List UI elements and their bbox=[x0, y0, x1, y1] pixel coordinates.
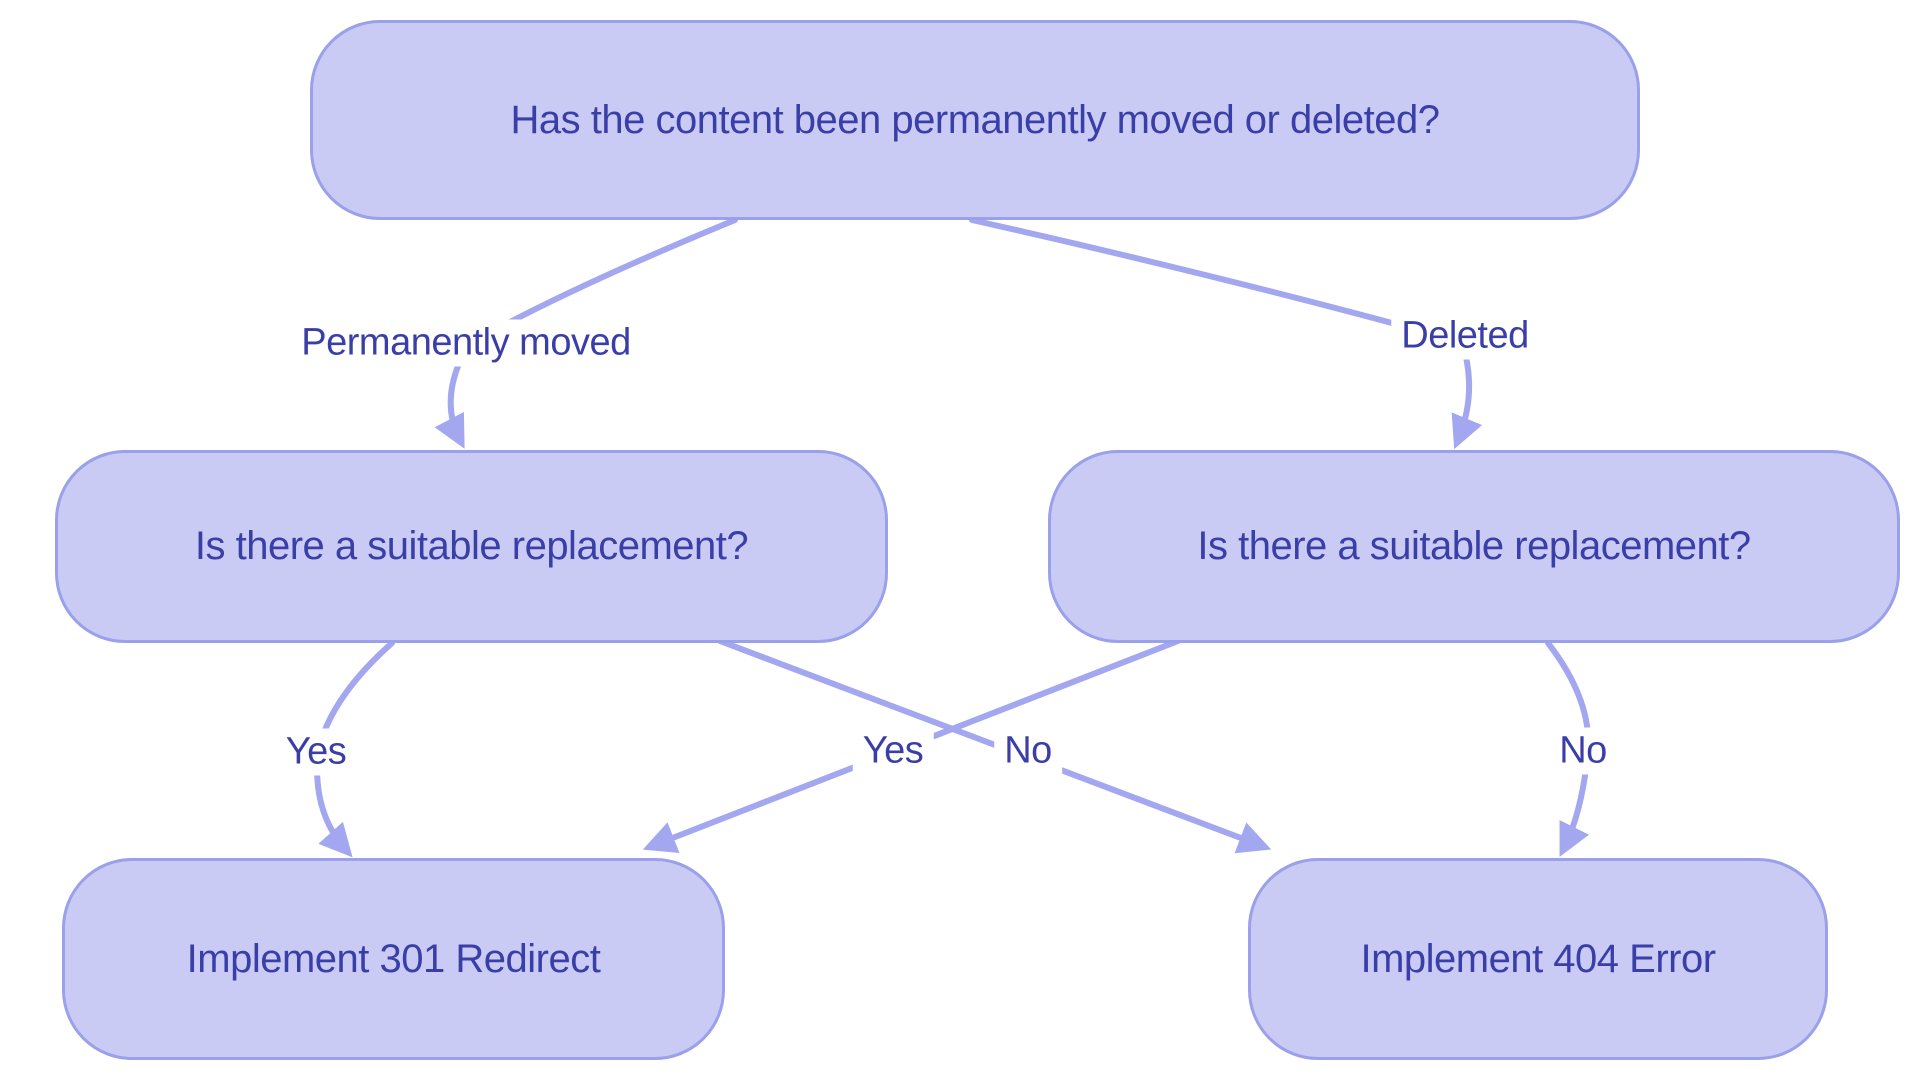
node-label: Has the content been permanently moved o… bbox=[510, 97, 1440, 142]
edge-root-to-right bbox=[969, 217, 1483, 450]
edge-label-deleted: Deleted bbox=[1391, 312, 1539, 360]
edge-label-no-right: No bbox=[1549, 727, 1617, 775]
node-label: Is there a suitable replacement? bbox=[194, 524, 749, 568]
edge-left-no-to-404 bbox=[717, 638, 1272, 854]
node-label: Implement 301 Redirect bbox=[186, 936, 601, 981]
edge-label-permanently-moved: Permanently moved bbox=[291, 319, 641, 367]
edge-label-yes-left: Yes bbox=[275, 728, 357, 776]
node-label: Implement 404 Error bbox=[1360, 936, 1716, 981]
node-question-moved-or-deleted: Has the content been permanently moved o… bbox=[310, 20, 1640, 220]
node-implement-404-error: Implement 404 Error bbox=[1248, 858, 1828, 1060]
node-implement-301-redirect: Implement 301 Redirect bbox=[62, 858, 725, 1060]
edge-label-no-center: No bbox=[994, 727, 1062, 775]
node-label: Is there a suitable replacement? bbox=[1197, 524, 1751, 568]
node-question-replacement-left: Is there a suitable replacement? bbox=[55, 450, 888, 643]
edge-label-yes-center: Yes bbox=[852, 727, 934, 775]
node-question-replacement-right: Is there a suitable replacement? bbox=[1048, 450, 1900, 643]
